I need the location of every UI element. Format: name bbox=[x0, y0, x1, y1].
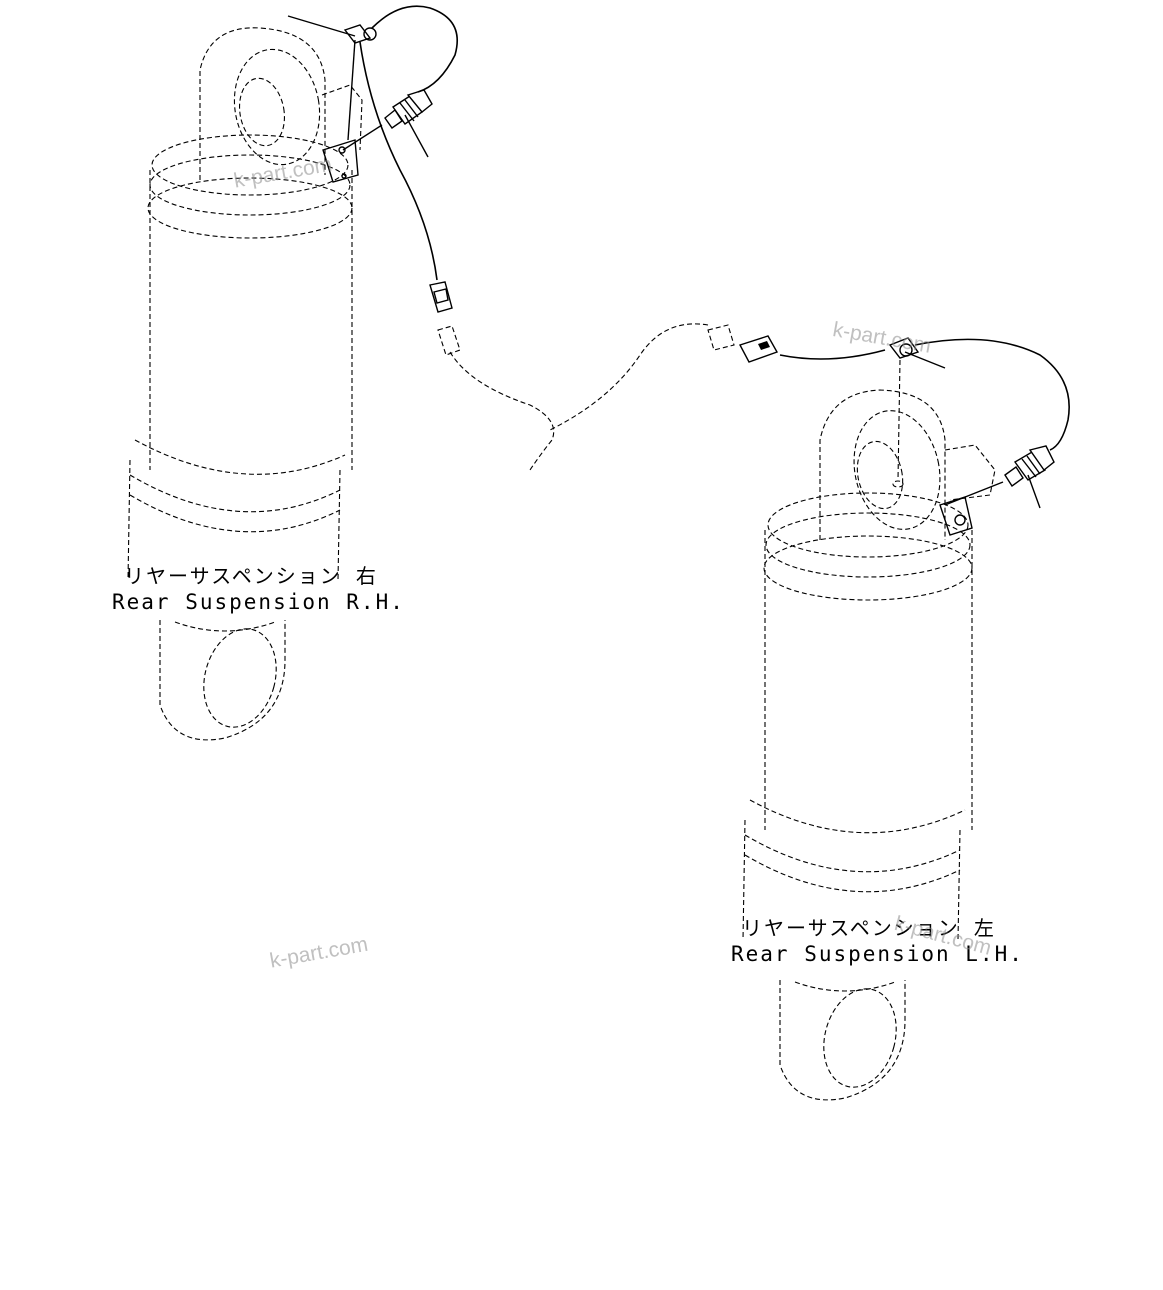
harness-lh bbox=[738, 335, 1070, 451]
wire-clamp-lh bbox=[888, 337, 946, 369]
cylinder-lh bbox=[742, 359, 996, 1101]
wire-clamp-rh bbox=[287, 15, 377, 141]
connector-mating-rh bbox=[437, 325, 555, 471]
pressure-sensor-lh bbox=[944, 445, 1055, 509]
connector-mating-lh bbox=[549, 323, 735, 431]
lh-label-english: Rear Suspension L.H. bbox=[731, 942, 1024, 966]
cylinder-rh bbox=[127, 27, 363, 741]
rh-label-japanese: リヤーサスペンション 右 bbox=[124, 564, 378, 588]
rh-label-english: Rear Suspension R.H. bbox=[112, 590, 405, 614]
pressure-sensor-rh bbox=[342, 89, 433, 158]
harness-rh bbox=[359, 5, 459, 313]
lh-label-japanese: リヤーサスペンション 左 bbox=[742, 916, 996, 940]
